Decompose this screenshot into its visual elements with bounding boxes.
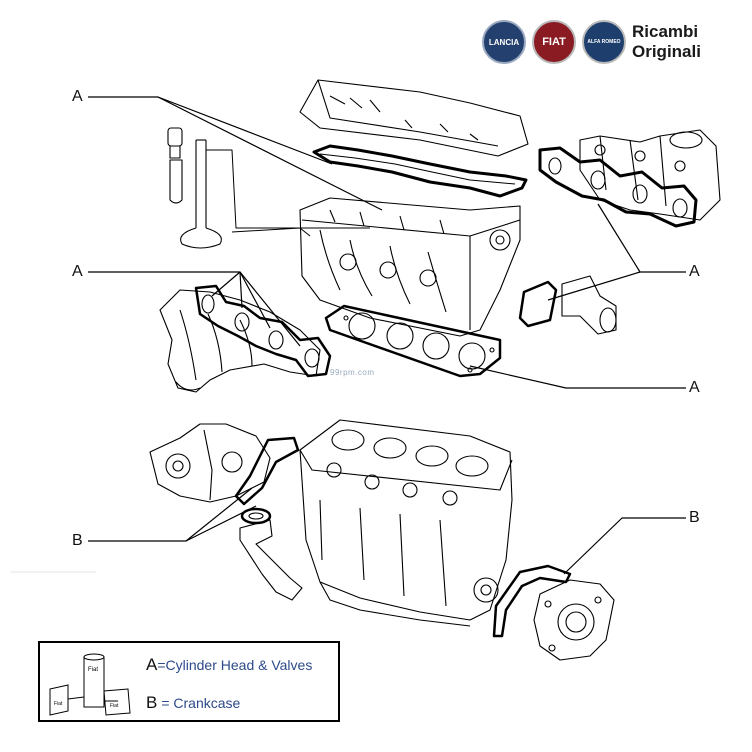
legend-text-a: =Cylinder Head & Valves	[157, 657, 313, 673]
fiat-logo-text: FIAT	[542, 36, 566, 48]
oil-pickup-part	[239, 519, 303, 601]
exhaust-manifold-gasket	[194, 284, 332, 378]
legend-row-b: B= Crankcase	[146, 693, 240, 713]
legend-icon-label-2: Fiat	[54, 701, 63, 707]
lancia-logo: LANCIA	[482, 20, 526, 64]
callout-a-top-left: A	[72, 88, 83, 105]
legend-key-a: A	[146, 655, 158, 674]
valve-cover-gasket	[312, 144, 528, 198]
callout-leaders	[88, 96, 686, 575]
callout-a-right-upper: A	[689, 263, 700, 280]
legend-box: Fiat Fiat Fiat A=Cylinder Head & Valves …	[38, 641, 340, 722]
alfa-romeo-logo-text: ALFA ROMEO	[587, 39, 621, 45]
legend-key-b: B	[146, 693, 158, 712]
thermostat-gasket	[518, 280, 558, 328]
intake-manifold-part	[579, 129, 721, 221]
exhaust-manifold-part	[159, 289, 321, 393]
legend-row-a: A=Cylinder Head & Valves	[146, 655, 312, 675]
alfa-romeo-logo: ALFA ROMEO	[582, 20, 626, 64]
lancia-logo-text: LANCIA	[488, 37, 520, 47]
valve-part	[167, 127, 222, 249]
brand-line-1: Ricambi	[632, 22, 699, 41]
parts-box-icon: Fiat Fiat Fiat	[49, 653, 131, 716]
oil-pump-part	[149, 423, 271, 503]
callout-b-right: B	[689, 509, 700, 526]
engine-block-part	[299, 419, 513, 627]
fiat-logo: FIAT	[532, 20, 576, 64]
seal-carrier-part	[533, 579, 615, 661]
head-gasket	[324, 304, 502, 378]
legend-icon-label-3: Fiat	[110, 703, 119, 709]
callout-b-left: B	[72, 532, 83, 549]
brand-title: Ricambi Originali	[632, 22, 747, 62]
legend-icon-label-1: Fiat	[88, 667, 98, 673]
brand-line-2: Originali	[632, 42, 701, 61]
oil-pump-gasket	[234, 436, 300, 506]
thermostat-housing-part	[561, 275, 617, 335]
legend-text-b: = Crankcase	[161, 695, 241, 711]
callout-a-right-lower: A	[689, 379, 700, 396]
intake-manifold-gasket	[538, 146, 698, 228]
callout-a-mid-left: A	[72, 263, 83, 280]
valve-cover-part	[299, 79, 529, 157]
oil-pickup-oring	[240, 507, 272, 525]
cylinder-head-part	[299, 197, 521, 337]
watermark-text: 99rpm.com	[330, 368, 375, 377]
rear-main-seal-gasket	[492, 564, 572, 638]
